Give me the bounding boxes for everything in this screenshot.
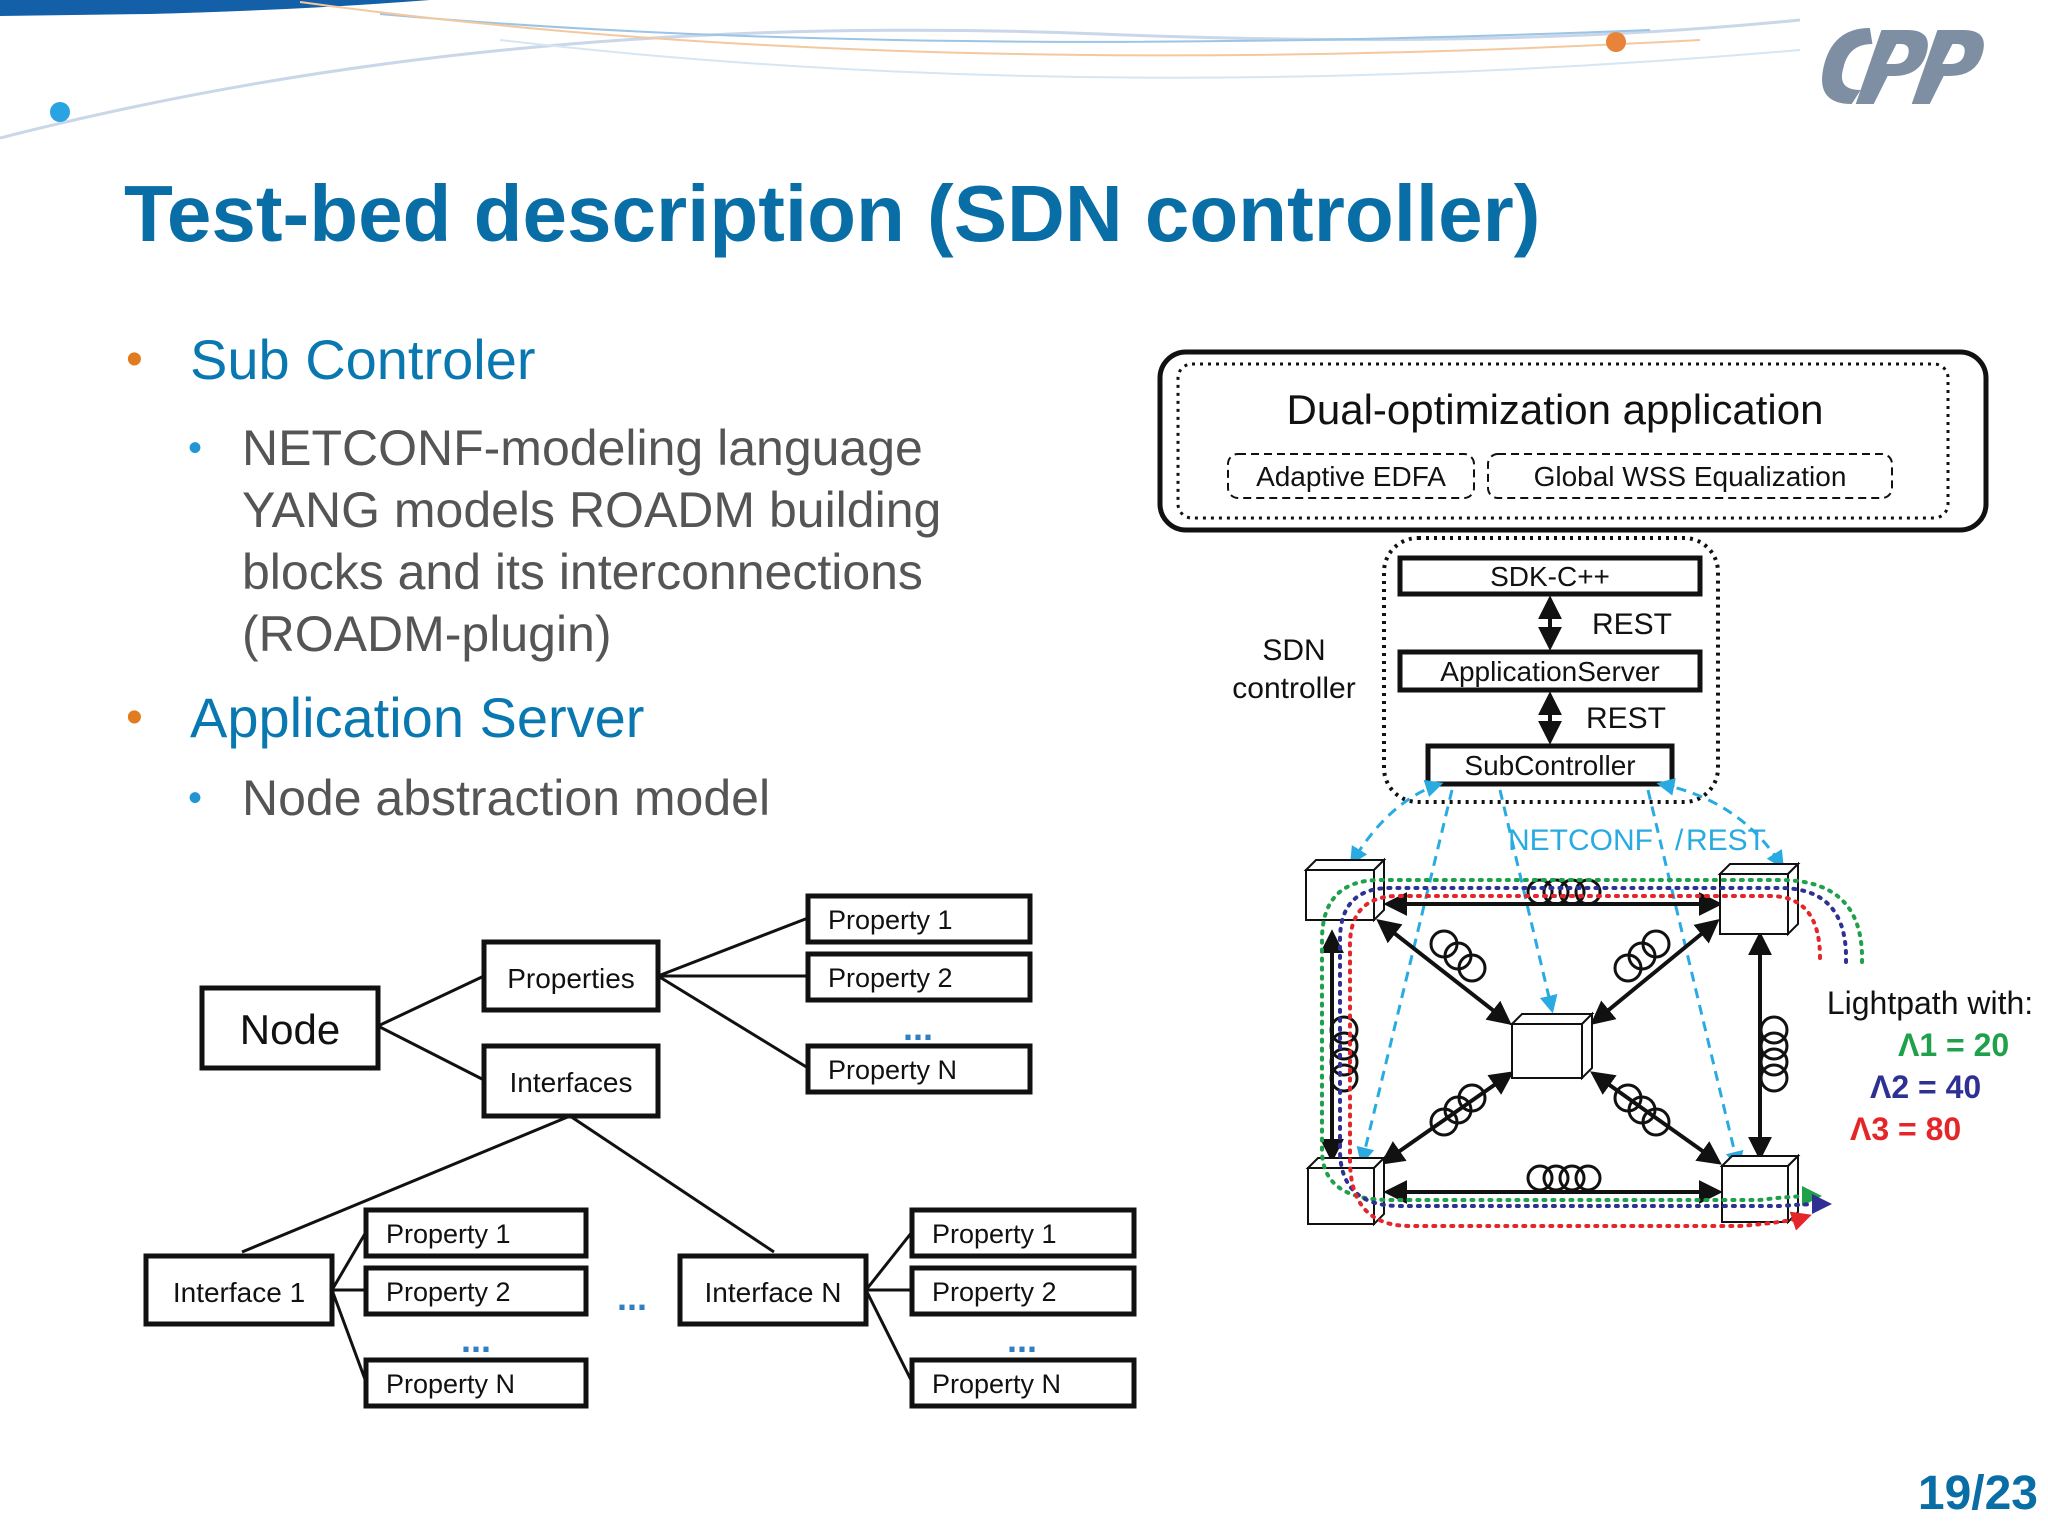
lambda1-label: Λ1 = 20 — [1898, 1027, 2009, 1063]
property-2-label: Property 2 — [932, 1277, 1057, 1307]
sub-bullet-netconf: NETCONF-modeling language YANG models RO… — [120, 417, 1000, 665]
roadm-node-bottom-left — [1305, 1155, 1387, 1227]
node-box — [199, 985, 381, 1071]
subcontroller-box — [1425, 743, 1675, 787]
interface-1-box — [143, 1253, 335, 1327]
property-1-box — [363, 1207, 589, 1259]
rest-label: REST — [1586, 702, 1666, 735]
properties-box — [481, 939, 661, 1013]
cpqp-logo-icon — [1822, 28, 1984, 104]
ellipsis: ... — [617, 1277, 647, 1318]
app-title: Dual-optimization application — [1287, 386, 1824, 433]
node-abstraction-diagram: Node Properties Interfaces Property 1 Pr… — [143, 893, 1137, 1409]
sub-bullet-line: blocks and its interconnections — [242, 544, 923, 600]
interfaces-box — [481, 1043, 661, 1119]
bullet-application-server: Application Server — [120, 683, 1000, 753]
interface-1-label: Interface 1 — [173, 1277, 305, 1308]
application-server-label: ApplicationServer — [1440, 656, 1659, 687]
rest-label: REST — [1592, 608, 1672, 641]
ellipsis: ... — [903, 1007, 933, 1048]
interface-n-label: Interface N — [705, 1277, 842, 1308]
ellipsis: ... — [1007, 1319, 1037, 1360]
property-2-box — [805, 951, 1033, 1003]
lightpath-lambda3 — [1347, 894, 1822, 1231]
interfaces-label: Interfaces — [510, 1067, 633, 1098]
property-2-box — [909, 1265, 1137, 1317]
properties-label: Properties — [507, 963, 635, 994]
property-2-label: Property 2 — [828, 963, 953, 993]
property-1-box — [805, 893, 1033, 945]
property-1-label: Property 1 — [828, 905, 953, 935]
sdk-label: SDK-C++ — [1490, 561, 1610, 592]
lightpath-lambda2 — [1338, 886, 1849, 1215]
lightpath-lambda1 — [1320, 878, 1865, 1207]
netconf-separator: / — [1675, 824, 1684, 857]
subcontroller-label: SubController — [1464, 750, 1635, 781]
lightpath-with-label: Lightpath with: — [1827, 985, 2033, 1021]
adaptive-edfa-box — [1227, 453, 1475, 499]
lambda2-label: Λ2 = 40 — [1870, 1069, 1981, 1105]
lambda3-label: Λ3 = 80 — [1850, 1111, 1961, 1147]
sub-bullet-line: YANG models ROADM building — [242, 482, 942, 538]
property-n-label: Property N — [932, 1369, 1061, 1399]
roadm-node-center — [1509, 1011, 1595, 1081]
property-2-label: Property 2 — [386, 1277, 511, 1307]
property-1-label: Property 1 — [386, 1219, 511, 1249]
ellipsis: ... — [461, 1319, 491, 1360]
roadm-node-bottom-right — [1719, 1153, 1801, 1225]
bullet-sub-controler: Sub Controler — [120, 325, 1000, 395]
global-wss-label: Global WSS Equalization — [1534, 461, 1847, 492]
node-label: Node — [240, 1006, 340, 1053]
sdn-controller-container — [1382, 536, 1720, 804]
bullet-list: Sub Controler NETCONF-modeling language … — [120, 325, 1000, 829]
global-wss-box — [1487, 453, 1893, 499]
sub-bullet-line: NETCONF-modeling language — [242, 420, 923, 476]
property-1-box — [909, 1207, 1137, 1259]
slide-title: Test-bed description (SDN controller) — [124, 169, 1541, 258]
sub-bullet-line: (ROADM-plugin) — [242, 606, 612, 662]
application-box — [1157, 349, 1989, 533]
sub-bullet-node-abstraction: Node abstraction model — [120, 767, 1000, 829]
header-swoosh-decoration — [0, 0, 1801, 140]
property-2-box — [363, 1265, 589, 1317]
sdn-label: SDN — [1262, 634, 1325, 667]
property-n-box — [805, 1043, 1033, 1095]
property-n-box — [363, 1357, 589, 1409]
application-server-box — [1397, 649, 1703, 693]
netconf-label: NETCONF — [1508, 824, 1653, 857]
property-n-box — [909, 1357, 1137, 1409]
sdn-controller-diagram: Dual-optimization application Adaptive E… — [1157, 349, 2033, 1231]
property-n-label: Property N — [828, 1055, 957, 1085]
roadm-node-top-right — [1717, 861, 1801, 937]
controller-label: controller — [1232, 672, 1355, 705]
property-n-label: Property N — [386, 1369, 515, 1399]
page-number: 19/23 — [1917, 1467, 2038, 1520]
rest-link-label: REST — [1686, 824, 1766, 857]
adaptive-edfa-label: Adaptive EDFA — [1256, 461, 1446, 492]
sdk-box — [1397, 555, 1703, 597]
interface-n-box — [677, 1253, 869, 1327]
property-1-label: Property 1 — [932, 1219, 1057, 1249]
